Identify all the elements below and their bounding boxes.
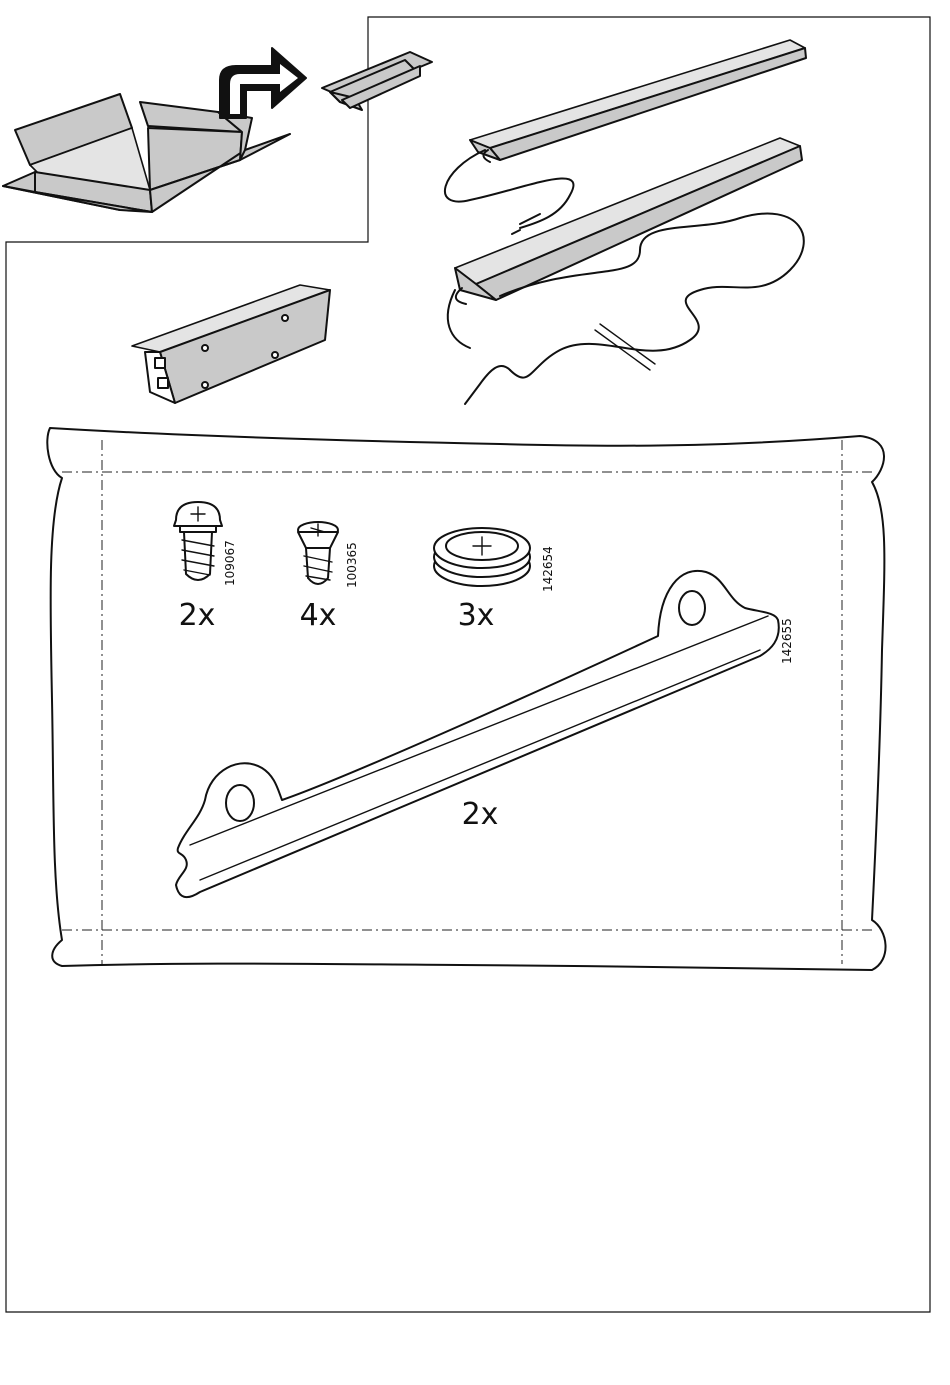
hardware-bag [47,428,885,970]
screw-countersunk-icon [298,522,338,584]
screw-countersunk-quantity: 4x [300,598,337,633]
unboxed-product-illustration [322,52,432,110]
led-light-bars-illustration [445,40,806,404]
adhesive-pad-icon [434,528,530,586]
screw-pan-head-icon [174,502,222,580]
unpack-arrow-icon [220,48,306,118]
mounting-bracket-part-number: 142655 [780,618,794,664]
adhesive-pad-quantity: 3x [458,598,495,633]
led-driver-illustration [132,285,330,403]
mounting-bracket-quantity: 2x [462,797,499,832]
adhesive-pad-part-number: 142654 [541,546,555,592]
screw-pan-head-part-number: 109067 [223,540,237,586]
screw-countersunk-part-number: 100365 [345,542,359,588]
screw-pan-head-quantity: 2x [179,598,216,633]
